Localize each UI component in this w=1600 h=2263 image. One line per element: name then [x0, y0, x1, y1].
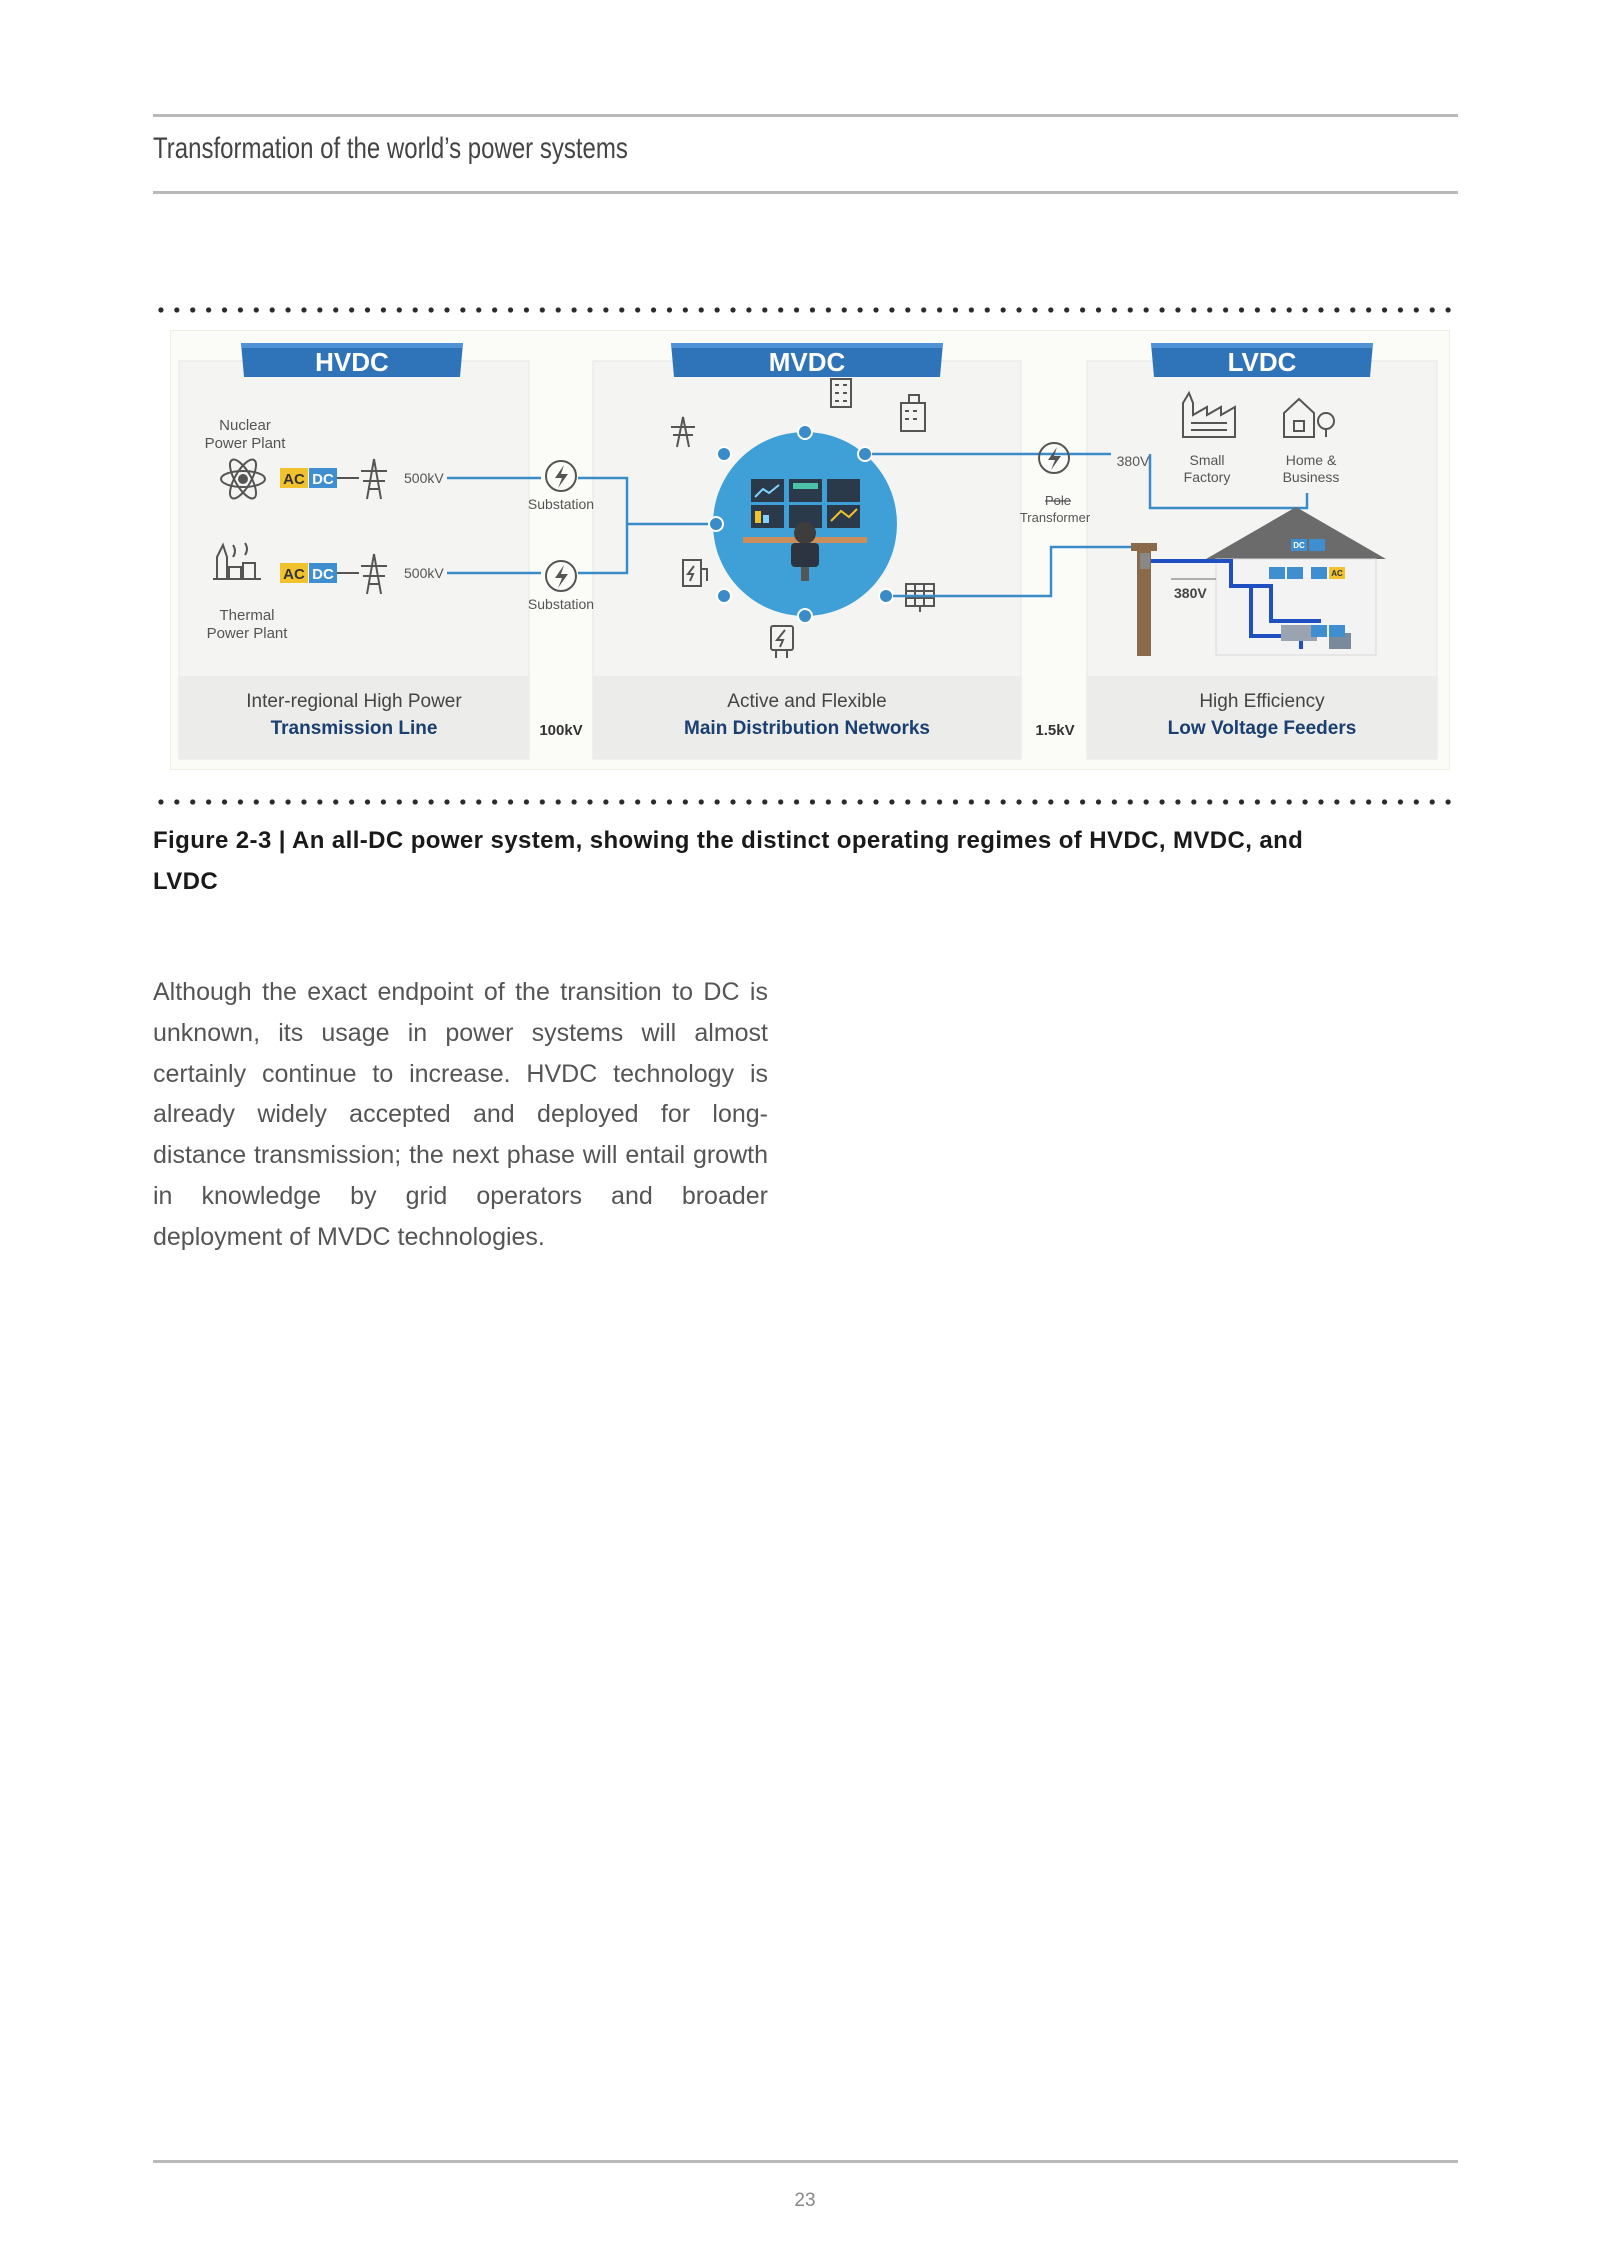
- thermal-plant-icon: [213, 542, 261, 580]
- ac-badge-top: [280, 468, 308, 488]
- voltage-label-bottom: 500kV: [404, 565, 444, 581]
- factory-label-line1: Small: [1189, 452, 1224, 468]
- nuclear-label-line2: Power Plant: [205, 435, 287, 452]
- thermal-label-line1: Thermal: [219, 607, 274, 624]
- factory-icon: [1182, 390, 1236, 438]
- figure-diagram: HVDC MVDC LVDC Nuclear Power Plant AC DC…: [178, 343, 1438, 760]
- lvdc-dc-badge-label: DC: [1293, 541, 1305, 550]
- substation-label-bottom: Substation: [528, 596, 594, 612]
- control-room-illustration: [713, 432, 897, 616]
- transmission-tower-icon-top: [361, 458, 387, 500]
- lvdc-footer-box: [1087, 676, 1437, 759]
- figure-caption-line2: LVDC: [153, 868, 219, 895]
- ac-badge-top-label: AC: [283, 471, 305, 488]
- ac-badge-bottom: [280, 563, 308, 583]
- voltage-label-top: 500kV: [404, 470, 444, 486]
- power-pylon-icon: [671, 416, 695, 448]
- lvdc-footer-line2: Low Voltage Feeders: [1168, 718, 1357, 739]
- figure-dotted-rule-top: [153, 307, 1458, 313]
- mvdc-node-dots: [708, 424, 894, 624]
- office-building-icon: [900, 394, 926, 432]
- lvdc-banner-label: LVDC: [1228, 347, 1297, 377]
- figure-caption-line1: Figure 2-3 | An all-DC power system, sho…: [153, 827, 1304, 854]
- hvdc-footer-line1: Inter-regional High Power: [246, 691, 462, 712]
- mvdc-banner: MVDC: [671, 343, 943, 377]
- mvdc-footer-line1: Active and Flexible: [727, 691, 886, 712]
- building-icon: [830, 378, 852, 408]
- pole-transformer-icon: [1038, 442, 1070, 474]
- figure-caption: Figure 2-3 | An all-DC power system, sho…: [153, 820, 1453, 902]
- hv-mv-connection: [578, 476, 716, 575]
- voltage-100kv: 100kV: [539, 722, 582, 739]
- header-rule-bottom: [153, 191, 1458, 194]
- substation-icon-top: [545, 460, 577, 492]
- voltage-380v-house: 380V: [1174, 585, 1207, 601]
- house-illustration: 380V: [1131, 507, 1386, 656]
- mv-lv-connection: [872, 452, 1309, 598]
- substation-icon-bottom: [545, 560, 577, 592]
- hvdc-banner-label: HVDC: [315, 347, 389, 377]
- lvdc-footer-line1: High Efficiency: [1199, 691, 1325, 712]
- substation-label-top: Substation: [528, 496, 594, 512]
- footer-rule: [153, 2160, 1458, 2163]
- running-header-title: Transformation of the world’s power syst…: [153, 132, 628, 165]
- mvdc-footer-line2: Main Distribution Networks: [684, 718, 930, 739]
- figure-dotted-rule-bottom: [153, 799, 1458, 805]
- mvdc-footer-box: [593, 676, 1021, 759]
- dc-badge-bottom-label: DC: [312, 566, 334, 583]
- voltage-1-5kv: 1.5kV: [1035, 722, 1074, 739]
- hvdc-footer-box: [179, 676, 529, 759]
- page-number: 23: [794, 2190, 816, 2211]
- nuclear-label-line1: Nuclear: [219, 417, 271, 434]
- atom-icon: [220, 458, 266, 500]
- body-paragraph: Although the exact endpoint of the trans…: [153, 978, 768, 1251]
- lvdc-banner: LVDC: [1151, 343, 1373, 377]
- dc-badge-top: [309, 468, 337, 488]
- transmission-tower-icon-bottom: [361, 553, 387, 595]
- home-icon: [1283, 397, 1335, 438]
- pole-transformer-label-line2: Transformer: [1020, 510, 1091, 525]
- dc-badge-top-label: DC: [312, 471, 334, 488]
- hvdc-footer-line2: Transmission Line: [271, 718, 438, 739]
- hvdc-banner: HVDC: [241, 343, 463, 377]
- ev-charger-icon: [682, 559, 708, 587]
- voltage-380v-top: 380V: [1117, 453, 1150, 469]
- charging-station-icon: [770, 625, 794, 658]
- ac-badge-bottom-label: AC: [283, 566, 305, 583]
- pole-transformer-label-line1: Pole: [1045, 493, 1071, 508]
- lvdc-dc-badges: DC AC: [1269, 539, 1345, 637]
- home-label-line1: Home &: [1286, 452, 1337, 468]
- figure-all-dc-power-system: HVDC MVDC LVDC Nuclear Power Plant AC DC…: [170, 330, 1450, 770]
- thermal-label-line2: Power Plant: [207, 625, 289, 642]
- mvdc-banner-label: MVDC: [769, 347, 846, 377]
- dc-badge-bottom: [309, 563, 337, 583]
- home-label-line2: Business: [1283, 469, 1340, 485]
- lvdc-ac-badge-label: AC: [1331, 569, 1343, 578]
- factory-label-line2: Factory: [1184, 469, 1231, 485]
- header-rule-top: [153, 114, 1458, 117]
